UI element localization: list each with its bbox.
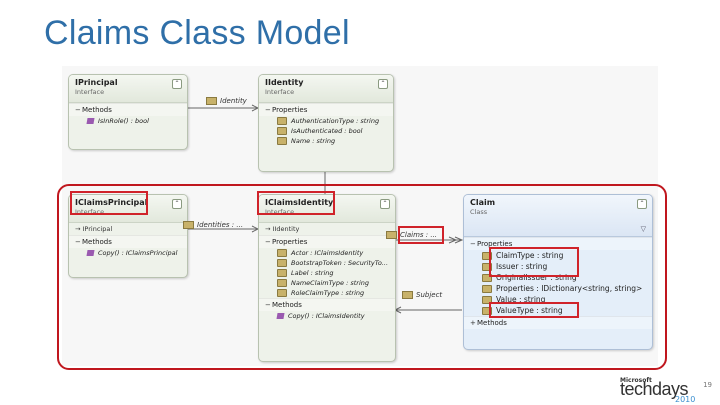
highlight-claims [398, 226, 444, 244]
minus-icon: − [470, 240, 476, 248]
class-kind: Interface [75, 88, 105, 96]
member: BootstrapToken : SecurityTo... [259, 258, 395, 268]
association-claims: Claims : ... [386, 231, 437, 239]
highlight-value [489, 302, 579, 318]
property-icon [402, 291, 413, 299]
member: IsInRole() : bool [69, 116, 187, 126]
property-icon [277, 289, 287, 297]
property-icon [277, 117, 287, 125]
class-header: Claim Class ⌃ ▽ [464, 195, 652, 237]
minus-icon: − [265, 301, 271, 309]
section-header[interactable]: −Methods [69, 235, 187, 248]
property-icon [482, 263, 492, 271]
class-header: IClaimsPrincipal Interface ⌃ [69, 195, 187, 223]
member: ValueType : string [464, 305, 652, 316]
member: AuthenticationType : string [259, 116, 393, 126]
minus-icon: − [265, 238, 271, 246]
property-icon [206, 97, 217, 105]
member: Name : string [259, 136, 393, 146]
member: Copy() : IClaimsIdentity [259, 311, 395, 321]
member: IsAuthenticated : bool [259, 126, 393, 136]
class-kind: Interface [265, 88, 295, 96]
class-iprincipal[interactable]: IPrincipal Interface ⌃ −Methods IsInRole… [68, 74, 188, 150]
collapse-icon[interactable]: ⌃ [378, 79, 388, 89]
minus-icon: − [265, 106, 271, 114]
member: RoleClaimType : string [259, 288, 395, 298]
method-icon [86, 118, 95, 124]
section-header[interactable]: −Properties [259, 235, 395, 248]
property-icon [482, 296, 492, 304]
collapse-icon[interactable]: ⌃ [380, 199, 390, 209]
member: Properties : IDictionary<string, string> [464, 283, 652, 294]
minus-icon: − [75, 106, 81, 114]
slide-number: 19 [703, 381, 712, 389]
member: Issuer : string [464, 261, 652, 272]
section-header[interactable]: −Methods [259, 298, 395, 311]
class-kind: Interface [75, 208, 105, 216]
section-header[interactable]: −Properties [464, 237, 652, 250]
collapse-icon[interactable]: ⌃ [172, 199, 182, 209]
property-icon [277, 127, 287, 135]
member: Actor : IClaimsIdentity [259, 248, 395, 258]
member: ClaimType : string [464, 250, 652, 261]
property-icon [482, 307, 492, 315]
association-subject: Subject [402, 291, 442, 299]
member: Value : string [464, 294, 652, 305]
member: OriginalIssuer : string [464, 272, 652, 283]
class-name: Claim [470, 198, 496, 207]
class-iclaimsprincipal[interactable]: IClaimsPrincipal Interface ⌃ → IPrincipa… [68, 194, 188, 278]
highlight-iclaimsprincipal [70, 191, 148, 215]
property-icon [277, 137, 287, 145]
class-name: IClaimsPrincipal [75, 198, 148, 207]
class-header: IPrincipal Interface ⌃ [69, 75, 187, 103]
plus-icon: + [470, 319, 476, 327]
property-icon [277, 279, 287, 287]
member: Label : string [259, 268, 395, 278]
property-icon [277, 259, 287, 267]
class-name: IIdentity [265, 78, 304, 87]
class-name: IClaimsIdentity [265, 198, 334, 207]
collapse-icon[interactable]: ⌃ [172, 79, 182, 89]
class-name: IPrincipal [75, 78, 118, 87]
class-kind: Class [470, 208, 488, 216]
section-header[interactable]: −Methods [69, 103, 187, 116]
member: NameClaimType : string [259, 278, 395, 288]
inheritance-line: → IIdentity [265, 225, 300, 233]
property-icon [277, 249, 287, 257]
property-icon [277, 269, 287, 277]
class-claim[interactable]: Claim Class ⌃ ▽ −Properties ClaimType : … [463, 194, 653, 350]
section-header[interactable]: −Properties [259, 103, 393, 116]
class-kind: Interface [265, 208, 295, 216]
property-icon [482, 285, 492, 293]
association-identity: Identity [206, 97, 247, 105]
property-icon [482, 274, 492, 282]
class-iclaimsidentity[interactable]: IClaimsIdentity Interface ⌃ → IIdentity … [258, 194, 396, 362]
class-header: IClaimsIdentity Interface ⌃ [259, 195, 395, 223]
filter-icon[interactable]: ▽ [640, 225, 646, 233]
property-icon [183, 221, 194, 229]
highlight-claimtype-issuer [489, 247, 579, 277]
class-header: IIdentity Interface ⌃ [259, 75, 393, 103]
inheritance-line: → IPrincipal [75, 225, 113, 233]
property-icon [482, 252, 492, 260]
highlight-iclaimsidentity [257, 191, 335, 215]
highlight-region [57, 184, 667, 370]
techdays-logo: Microsoft techdays 2010 [620, 377, 696, 404]
collapse-icon[interactable]: ⌃ [637, 199, 647, 209]
association-identities: Identities : ... [183, 221, 243, 229]
minus-icon: − [75, 238, 81, 246]
class-iidentity[interactable]: IIdentity Interface ⌃ −Properties Authen… [258, 74, 394, 172]
page-title: Claims Class Model [44, 14, 350, 52]
property-icon [386, 231, 397, 239]
member: Copy() : IClaimsPrincipal [69, 248, 187, 258]
